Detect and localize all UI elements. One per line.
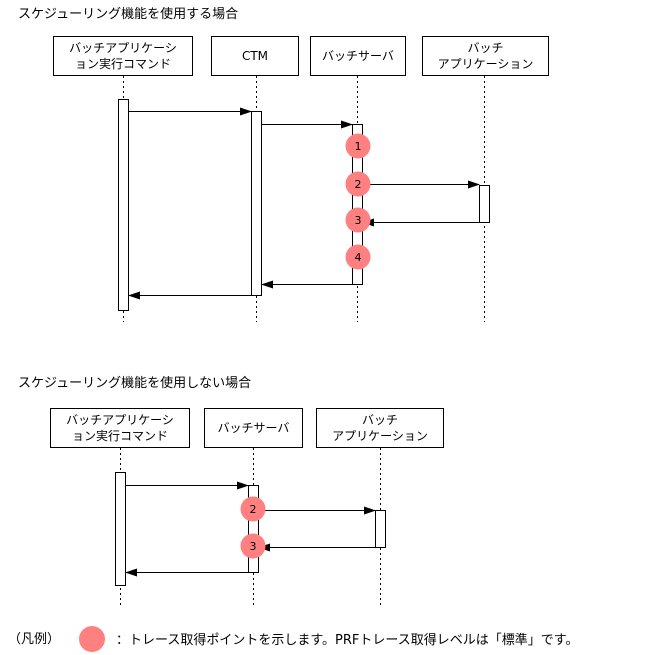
trace-point: 1 [345,133,371,159]
trace-point-label: 3 [250,540,257,553]
trace-point-label: 3 [355,214,362,227]
trace-point-label: 4 [355,251,362,264]
lifeline-label-line2: アプリケーション [437,57,534,71]
lifeline-label-line1: バッチサーバ [322,49,394,63]
lifeline-label-line2: ョン実行コマンド [71,429,168,443]
activation-bar [115,472,126,586]
activation-bar [375,510,386,548]
lifeline-box-batch-command: バッチアプリケーシ ョン実行コマンド [53,36,193,76]
legend-trace-point-icon [79,626,105,652]
lifeline-label-line1: バッチアプリケーシ [69,41,177,55]
lifeline-box-batch-server: バッチサーバ [310,36,406,76]
lifeline-box-batch-application: バッチ アプリケーション [422,36,549,76]
trace-point: 3 [345,207,371,233]
lifeline-label-line1: CTM [241,49,269,63]
trace-point-label: 2 [355,178,362,191]
lifeline-box-batch-command: バッチアプリケーシ ョン実行コマンド [50,408,190,448]
trace-point: 4 [345,244,371,270]
lifeline-label-line1: バッチサーバ [217,421,290,435]
trace-point: 3 [240,533,266,559]
lifeline-label-line1: バッチ [361,413,398,427]
lifeline-box-batch-application: バッチ アプリケーション [316,408,444,448]
activation-bar [479,185,490,223]
lifeline-box-ctm: CTM [211,36,299,76]
trace-point: 2 [240,496,266,522]
trace-point: 2 [345,171,371,197]
section1-heading: スケジューリング機能を使用する場合 [18,7,239,22]
lifeline-box-batch-server: バッチサーバ [204,408,303,448]
legend-label: （凡例） [8,632,61,647]
lifeline-label-line1: バッチ [467,41,504,55]
lifeline-label-line2: ョン実行コマンド [74,57,171,71]
lifeline-label-line1: バッチアプリケーシ [66,413,174,427]
lifeline-label-line2: アプリケーション [332,429,428,443]
activation-bar [248,485,259,573]
trace-point-label: 1 [355,140,362,153]
trace-point-label: 2 [250,503,257,516]
activation-bar [251,111,262,296]
legend-description: ：トレース取得ポイントを示します。PRFトレース取得レベルは「標準」です。 [116,633,579,648]
section2-heading: スケジューリング機能を使用しない場合 [18,376,252,391]
activation-bar [352,124,363,285]
activation-bar [118,99,129,311]
